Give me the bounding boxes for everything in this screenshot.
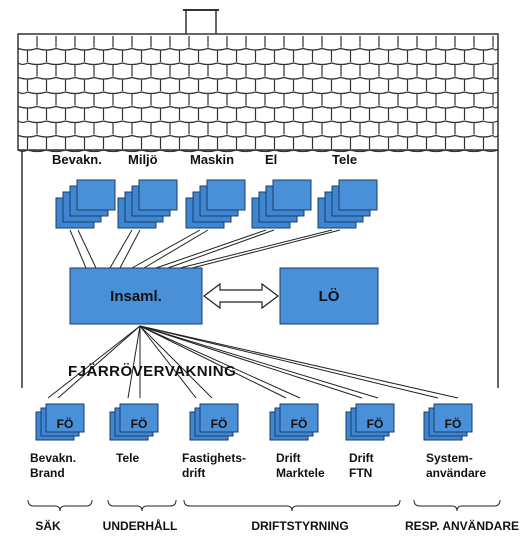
group-bracket — [413, 499, 501, 512]
source-label-miljo: Miljö — [128, 152, 158, 167]
receiver-label-6-line1: System- — [426, 451, 473, 465]
connector-line — [155, 229, 267, 269]
group-bracket — [27, 499, 93, 512]
receiver-card — [199, 403, 239, 433]
fanout-connectors — [47, 325, 459, 399]
source-label-maskin: Maskin — [190, 152, 234, 167]
receiver-label-3-line1: Fastighets- — [182, 451, 246, 465]
fo-label: FÖ — [131, 416, 148, 431]
fanout-line — [139, 325, 287, 399]
source-connectors — [69, 229, 341, 269]
receiver-card — [119, 403, 159, 433]
fanout-line — [139, 325, 363, 399]
receiver-card — [355, 403, 395, 433]
collector-box — [69, 267, 203, 325]
fanout-line — [139, 325, 459, 399]
roof-tile-row — [17, 105, 499, 109]
heading-fjarrovervakning: FJÄRRÖVERVAKNING — [68, 363, 236, 380]
source-card — [338, 179, 378, 211]
roof-tile-row — [17, 47, 499, 51]
connector-line — [167, 229, 275, 269]
source-label-el: El — [265, 152, 277, 167]
fo-label: FÖ — [367, 416, 384, 431]
fanout-line — [57, 325, 141, 399]
roof-tile-row — [17, 134, 499, 138]
group-label-resp-anvandare: RESP. ANVÄNDARE — [405, 518, 519, 533]
group-label-underhall: UNDERHÅLL — [103, 518, 178, 533]
connector-line — [109, 229, 133, 269]
receiver-card — [279, 403, 319, 433]
connector-line — [191, 229, 341, 269]
source-stacks — [55, 179, 378, 229]
fo-label: FÖ — [211, 416, 228, 431]
double-arrow-icon — [203, 282, 279, 310]
fanout-line — [139, 325, 439, 399]
fanout-line — [139, 325, 379, 399]
group-label-driftstyrning: DRIFTSTYRNING — [251, 519, 348, 533]
connector-line — [69, 229, 87, 269]
group-brackets — [27, 499, 501, 512]
fanout-line — [139, 325, 213, 399]
receiver-stacks: FÖ FÖ FÖ FÖ FÖ FÖ — [35, 403, 473, 441]
source-label-bevakn: Bevakn. — [52, 152, 102, 167]
group-bracket — [183, 499, 401, 512]
connector-line — [131, 229, 201, 269]
receiver-label-4-line2: Marktele — [276, 466, 325, 480]
source-card — [272, 179, 312, 211]
connector-line — [77, 229, 97, 269]
collector-label: Insaml. — [110, 288, 162, 305]
connector-line — [143, 229, 209, 269]
receiver-label-5-line2: FTN — [349, 466, 372, 480]
roof-tile-row — [17, 91, 499, 95]
fanout-line — [127, 325, 141, 399]
receiver-label-5-line1: Drift — [349, 451, 374, 465]
receiver-label-1-line1: Bevakn. — [30, 451, 76, 465]
fo-label: FÖ — [291, 416, 308, 431]
roof-tile-row — [17, 120, 499, 124]
fo-label: FÖ — [57, 416, 74, 431]
fanout-line — [139, 325, 301, 399]
receiver-label-4-line1: Drift — [276, 451, 301, 465]
lo-label: LÖ — [319, 288, 340, 305]
group-bracket — [107, 499, 177, 512]
connector-line — [119, 229, 141, 269]
source-card — [138, 179, 178, 211]
connector-line — [179, 229, 333, 269]
roof-tile-row — [17, 76, 499, 80]
receiver-card — [45, 403, 85, 433]
receiver-label-1-line2: Brand — [30, 466, 65, 480]
source-card — [206, 179, 246, 211]
fanout-line — [47, 325, 141, 399]
receiver-label-2-line1: Tele — [116, 451, 139, 465]
receiver-label-6-line2: användare — [426, 466, 486, 480]
fanout-line — [139, 325, 197, 399]
receiver-label-3-line2: drift — [182, 466, 205, 480]
source-card — [76, 179, 116, 211]
roof-tile-row — [17, 62, 499, 66]
lo-box — [279, 267, 379, 325]
group-label-sak: SÄK — [35, 518, 61, 533]
roof — [17, 33, 499, 153]
source-label-tele: Tele — [332, 152, 357, 167]
fo-label: FÖ — [445, 416, 462, 431]
receiver-card — [433, 403, 473, 433]
